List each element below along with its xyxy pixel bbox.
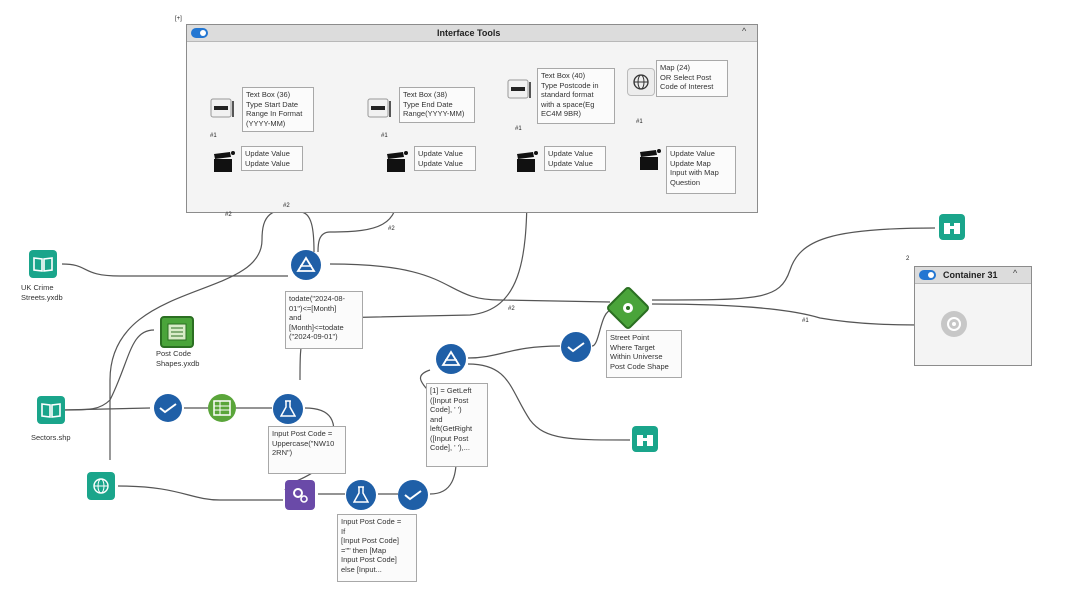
action-annotation: Update Value Update Map Input with Map Q… [666,146,736,194]
spatial-icon [623,303,633,313]
action-tool[interactable] [212,150,236,174]
wire-label: #1 [802,318,809,324]
action-annotation: Update Value Update Value [544,146,606,171]
globe-icon [93,478,109,494]
hash-label: #1 [210,133,217,139]
summarize-tool[interactable] [208,394,236,422]
map-annotation: Map (24) OR Select Post Code of Interest [656,60,728,97]
select-tool[interactable] [154,394,182,422]
outer-container-tag: [+] [175,16,182,22]
container-toggle[interactable] [191,28,208,38]
post-code-shapes-input[interactable] [160,316,194,348]
check-icon [159,403,177,414]
gear-icon [947,317,961,331]
container-title-bar[interactable] [915,267,1031,284]
action-annotation: Update Value Update Value [414,146,476,171]
filter-icon [296,256,316,272]
wire-globe-append [117,485,283,501]
map-input-tool[interactable] [87,472,115,500]
textbox-icon-svg [367,98,391,118]
wire-label: #2 [388,226,395,232]
wire-filter2-select [467,345,561,359]
container31-tag: 2 [906,256,910,262]
select-tool[interactable] [398,480,428,510]
hash-label: #1 [381,133,388,139]
textbox-annotation: Text Box (40) Type Postcode in standard … [537,68,615,124]
action-annotation: Update Value Update Value [241,146,303,171]
binoculars-icon [944,223,960,234]
action-tool[interactable] [385,150,409,174]
container-title: Interface Tools [437,28,501,38]
clapper-icon [387,151,408,172]
binoculars-icon [637,435,653,446]
hash-label: #1 [636,119,643,125]
action-tool[interactable] [515,150,539,174]
wire-shapes [61,329,155,411]
flask-icon [280,400,296,417]
clapper-icon [640,149,661,170]
textbox-annotation: Text Box (36) Type Start Date Range In F… [242,87,314,132]
wire-action3 [299,189,528,381]
uk-crime-label: UK Crime Streets.yxdb [21,283,63,302]
textbox-icon[interactable] [367,95,393,121]
browse-tool[interactable] [632,426,658,452]
formula-tool[interactable] [346,480,376,510]
gear-icon [293,488,308,503]
container-31[interactable]: Container 31 ^ [914,266,1032,366]
check-icon [404,490,422,501]
flask-icon [353,486,369,503]
formula2-annotation: Input Post Code = If [Input Post Code] =… [337,514,417,582]
clapper-icon [214,151,235,172]
wire-spatial-browse [651,227,936,301]
container-toggle[interactable] [919,270,936,280]
textbox-annotation: Text Box (38) Type End Date Range(YYYY-M… [399,87,475,123]
append-tool[interactable] [285,480,315,510]
sectors-label: Sectors.shp [31,433,71,442]
book-icon [41,403,61,418]
spatial-annotation: Street Point Where Target Within Univers… [606,330,682,378]
uk-crime-input-tool[interactable] [29,250,57,278]
book-icon [33,257,53,272]
map-question-tool[interactable] [627,68,655,96]
formula-annotation: Input Post Code = Uppercase("NW10 2RN") [268,426,346,474]
disabled-tool[interactable] [941,311,967,337]
textbox-icon[interactable] [210,95,236,121]
wire-label: #2 [508,306,515,312]
wire-sectors-select [61,407,151,411]
select-tool[interactable] [561,332,591,362]
check-icon [567,342,585,353]
textbox-icon-svg [210,98,234,118]
wire-label: #2 [225,212,232,218]
textbox-icon[interactable] [507,76,533,102]
table-icon [213,400,231,416]
wire-label: #2 [283,203,290,209]
filter-icon [441,350,461,366]
textbox-icon-svg [507,79,531,99]
grid-icon [167,323,187,341]
filter-annotation: todate("2024-08- 01")<=[Month] and [Mont… [285,291,363,349]
wire-crime-filter [61,263,288,277]
globe-icon [633,74,649,90]
filter2-annotation: [1] = GetLeft ([Input Post Code], ' ') a… [426,383,488,467]
chevron-up-icon[interactable]: ^ [742,26,747,36]
filter-tool[interactable] [436,344,466,374]
filter-tool[interactable] [291,250,321,280]
sectors-input-tool[interactable] [37,396,65,424]
browse-tool[interactable] [939,214,965,240]
spatial-match-tool[interactable] [605,285,651,331]
clapper-icon [517,151,538,172]
container-title-bar[interactable] [187,25,757,42]
action-tool[interactable] [638,148,662,172]
wire-spatial-container [651,303,931,326]
hash-label: #1 [515,126,522,132]
container-title: Container 31 [943,270,998,280]
wire-filter-spatial [329,263,611,303]
formula-tool[interactable] [273,394,303,424]
chevron-up-icon[interactable]: ^ [1013,268,1018,278]
post-code-shapes-label: Post Code Shapes.yxdb [156,349,200,368]
